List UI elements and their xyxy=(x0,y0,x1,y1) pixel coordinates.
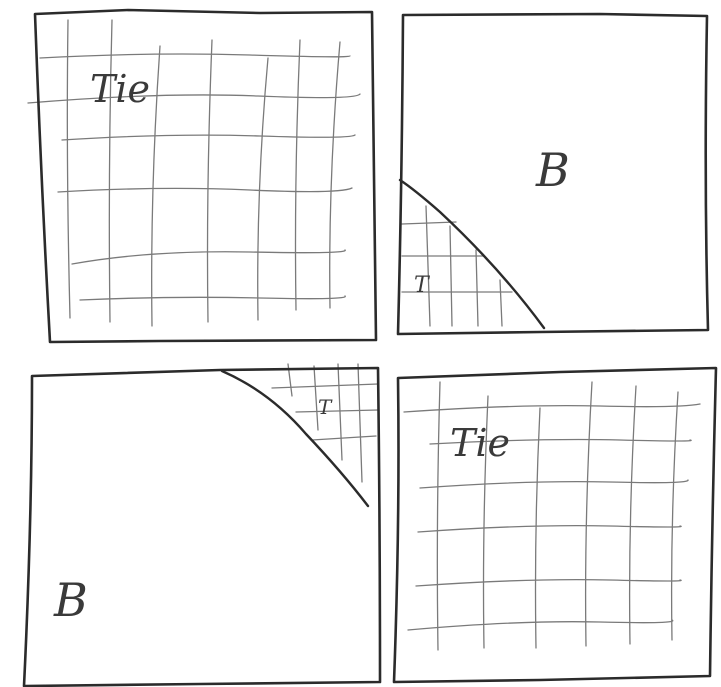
grid-line xyxy=(58,188,352,192)
grid-line xyxy=(672,392,678,640)
panel-grid xyxy=(404,382,700,650)
panel-bottom-right: Tie xyxy=(394,368,716,682)
corner-grid xyxy=(402,206,512,326)
grid-line xyxy=(296,410,378,412)
grid-line xyxy=(28,94,360,103)
grid-line xyxy=(258,58,268,320)
region-label-b: B xyxy=(53,573,88,627)
grid-line xyxy=(437,382,440,650)
region-label-b: B xyxy=(535,143,570,197)
panel-grid xyxy=(28,20,360,326)
region-divider xyxy=(400,180,544,328)
grid-line xyxy=(330,42,340,308)
grid-line xyxy=(408,620,673,630)
panel-border xyxy=(394,368,716,682)
grid-line xyxy=(67,20,70,318)
grid-line xyxy=(404,404,700,412)
panel-top-left: Tie xyxy=(28,10,376,342)
grid-line xyxy=(416,580,681,586)
grid-line xyxy=(426,206,430,326)
grid-line xyxy=(296,40,301,310)
region-label-tie: Tie xyxy=(90,67,150,111)
grid-line xyxy=(476,250,478,326)
grid-line xyxy=(338,364,342,460)
region-label-t: T xyxy=(414,273,431,298)
grid-line xyxy=(109,20,112,322)
grid-line xyxy=(208,40,213,322)
region-label-t: T xyxy=(318,395,333,419)
panel-bottom-left: B T xyxy=(24,364,380,686)
corner-grid xyxy=(272,364,378,482)
grid-line xyxy=(358,364,362,482)
grid-line xyxy=(272,384,378,388)
panel-border xyxy=(35,10,376,342)
grid-line xyxy=(536,408,541,648)
grid-line xyxy=(152,46,160,326)
grid-line xyxy=(402,222,456,224)
grid-line xyxy=(40,54,350,58)
grid-line xyxy=(420,480,688,488)
grid-line xyxy=(72,250,345,264)
grid-line xyxy=(450,226,452,326)
region-label-tie: Tie xyxy=(450,421,510,465)
grid-line xyxy=(312,436,376,440)
grid-line xyxy=(500,280,502,326)
grid-line xyxy=(630,386,636,644)
grid-line xyxy=(586,382,592,646)
grid-line xyxy=(80,296,345,300)
panel-top-right: B T xyxy=(398,14,708,334)
grid-line xyxy=(418,526,681,532)
